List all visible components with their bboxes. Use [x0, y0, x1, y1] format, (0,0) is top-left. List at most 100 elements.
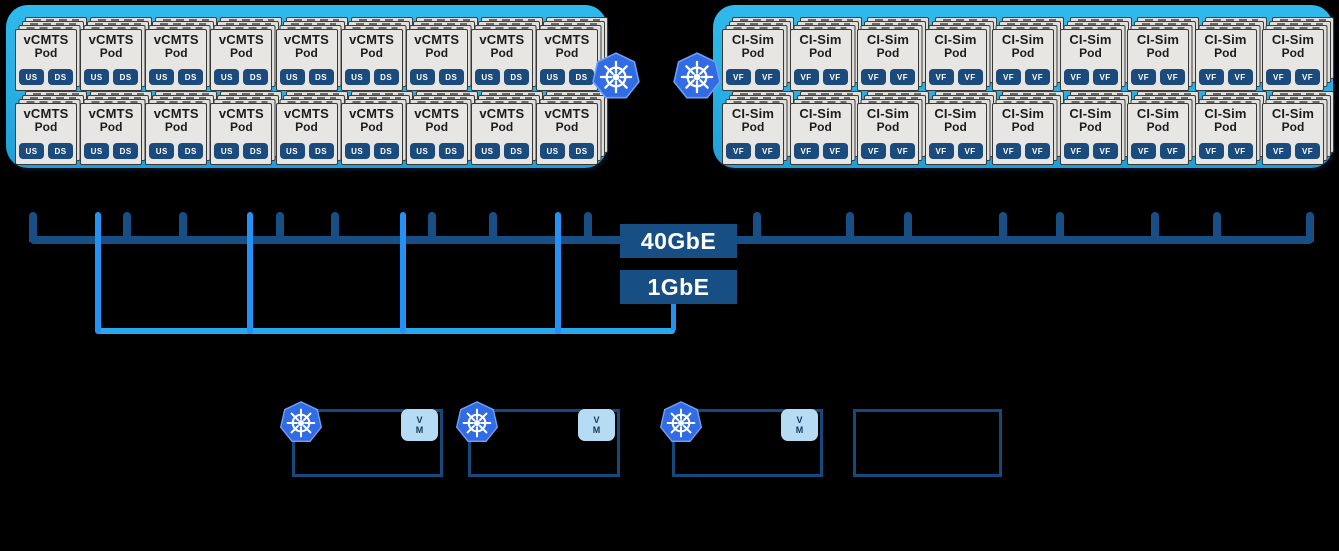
40gbe-uplink-stub — [179, 212, 187, 242]
pod-title: CI-Sim — [1136, 106, 1180, 121]
badge-ds: DS — [48, 143, 73, 159]
pod-title: CI-Sim — [866, 106, 910, 121]
40gbe-uplink-stub — [276, 212, 284, 242]
pod-title: vCMTS — [218, 32, 264, 47]
badge-vf: VF — [822, 143, 848, 159]
pod-title: vCMTS — [283, 32, 330, 47]
badge-vf: VF — [793, 143, 819, 159]
pod-title: vCMTS — [23, 32, 69, 47]
badge-vf: VF — [1131, 143, 1156, 159]
pod-subtitle: Pod — [230, 120, 253, 134]
1gbe-link-line — [247, 212, 253, 334]
badge-us: US — [279, 143, 305, 159]
pod-title: vCMTS — [88, 106, 134, 121]
1gbe-bus-line — [96, 328, 675, 334]
pod-title: vCMTS — [88, 32, 134, 47]
40gbe-uplink-stub — [584, 212, 592, 242]
pod-subtitle: Pod — [809, 120, 832, 134]
badge-ds: DS — [438, 69, 464, 85]
pod-title: CI-Sim — [866, 32, 910, 47]
pod-title: vCMTS — [414, 32, 460, 47]
pod-title: CI-Sim — [1136, 32, 1180, 47]
kubernetes-icon — [658, 400, 704, 446]
badge-vf: VF — [1025, 69, 1050, 85]
pod-subtitle: Pod — [944, 120, 967, 134]
badge-us: US — [540, 143, 565, 159]
pod-subtitle: Pod — [1011, 120, 1035, 134]
badge-ds: DS — [503, 143, 529, 159]
badge-vf: VF — [957, 69, 983, 85]
badge-vf: VF — [1063, 69, 1089, 85]
badge-us: US — [279, 69, 305, 85]
pod-subtitle: Pod — [876, 120, 900, 134]
pod-subtitle: Pod — [360, 46, 383, 60]
badge-vf: VF — [1266, 69, 1291, 85]
badge-us: US — [214, 143, 240, 159]
badge-ds: DS — [113, 69, 139, 85]
badge-us: US — [84, 143, 110, 159]
badge-ds: DS — [308, 143, 334, 159]
pod-subtitle: Pod — [99, 46, 123, 60]
1gbe-label-riser — [671, 303, 676, 330]
pod-subtitle: Pod — [1011, 46, 1035, 60]
badge-vf: VF — [1160, 69, 1185, 85]
40gbe-uplink-stub — [1213, 212, 1221, 242]
pod-subtitle: Pod — [1079, 120, 1102, 134]
pod-subtitle: Pod — [425, 46, 449, 60]
badge-us: US — [149, 143, 175, 159]
badge-us: US — [19, 69, 44, 85]
badge-ds: DS — [243, 69, 269, 85]
pod-title: vCMTS — [544, 106, 590, 121]
badge-vf: VF — [1295, 143, 1320, 159]
pod-title: vCMTS — [414, 106, 460, 121]
pod-subtitle: Pod — [1146, 120, 1170, 134]
pod-title: CI-Sim — [1001, 32, 1045, 47]
badge-vf: VF — [726, 143, 751, 159]
pod-subtitle: Pod — [1281, 46, 1305, 60]
host-box: VM — [279, 401, 443, 477]
pod-subtitle: Pod — [164, 46, 188, 60]
pod-title: CI-Sim — [1069, 106, 1112, 121]
pod-subtitle: Pod — [490, 120, 514, 134]
kubernetes-icon — [278, 400, 324, 446]
host-box: VM — [455, 401, 620, 477]
